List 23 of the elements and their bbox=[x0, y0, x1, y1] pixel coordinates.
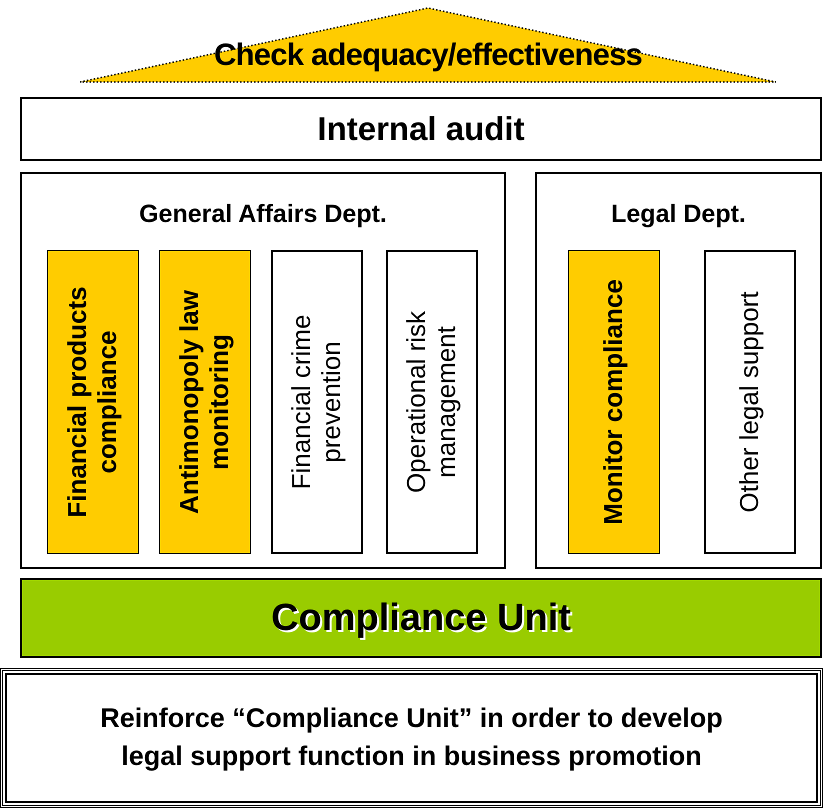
unit-bar bbox=[20, 578, 822, 658]
department-title: Legal Dept. bbox=[610, 199, 747, 230]
department-box bbox=[20, 172, 506, 569]
triangle-banner bbox=[80, 6, 776, 84]
note-box bbox=[0, 668, 823, 808]
unit-title: Compliance Unit bbox=[271, 596, 571, 640]
function-label: Financial crime prevention bbox=[287, 314, 347, 492]
function-label: Antimonopoly law monitoring bbox=[175, 289, 235, 516]
box-title: Internal audit bbox=[317, 109, 525, 150]
function-label: Financial products compliance bbox=[63, 285, 123, 520]
function-box bbox=[271, 250, 363, 554]
function-box bbox=[159, 250, 251, 554]
banner-title: Check adequacy/effectiveness bbox=[214, 36, 642, 74]
function-box bbox=[47, 250, 139, 554]
department-title: General Affairs Dept. bbox=[138, 199, 388, 230]
function-label: Monitor compliance bbox=[599, 278, 629, 527]
department-box bbox=[535, 172, 822, 569]
function-label: Other legal support bbox=[735, 290, 765, 515]
process-box bbox=[20, 97, 822, 161]
function-box bbox=[568, 250, 660, 554]
function-box bbox=[386, 250, 478, 554]
function-box bbox=[704, 250, 796, 554]
note-text: Reinforce “Compliance Unit” in order to develop legal support function in business promotion bbox=[99, 702, 724, 773]
